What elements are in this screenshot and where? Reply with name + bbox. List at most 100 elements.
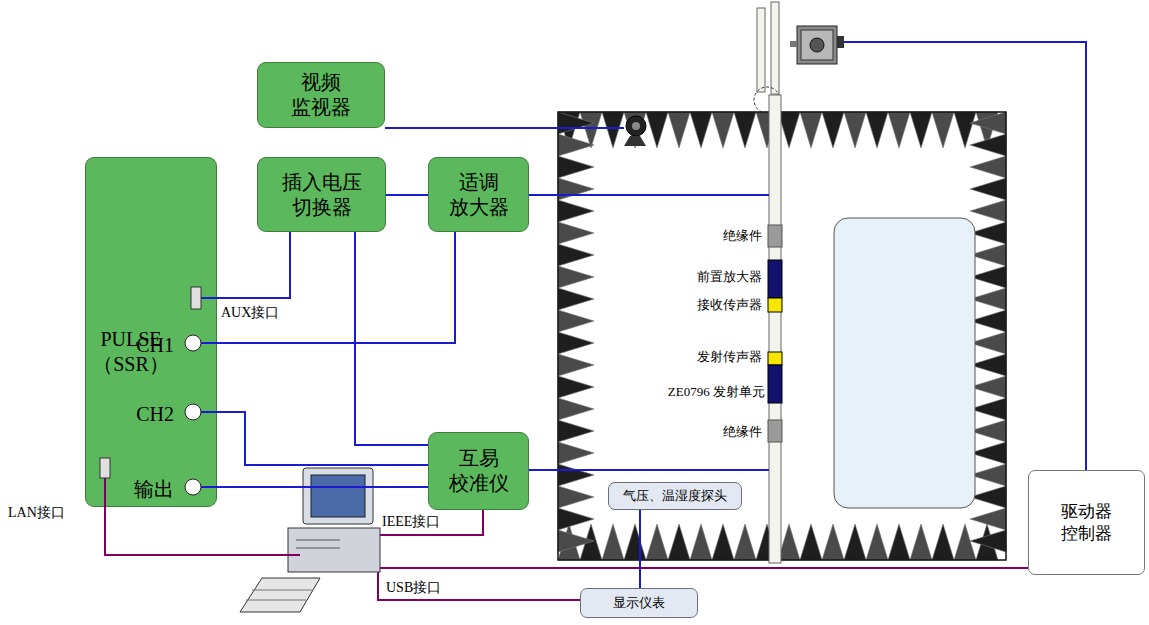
- wedge: [558, 442, 594, 464]
- wedge: [970, 398, 1006, 420]
- wires: [288, 42, 1086, 600]
- wedge: [690, 524, 712, 560]
- wedge: [970, 332, 1006, 354]
- part-label: AUX接口: [221, 305, 279, 322]
- box-label: 插入电压 切换器: [277, 170, 367, 220]
- wedge: [970, 288, 1006, 310]
- signal-wire: [217, 232, 455, 343]
- wedge: [646, 524, 668, 560]
- wedge: [580, 112, 602, 148]
- controller-box: 驱动器 控制器: [1028, 470, 1145, 575]
- output-port: [185, 479, 201, 495]
- wedge: [558, 156, 594, 178]
- wedge: [734, 524, 756, 560]
- wedge: [970, 442, 1006, 464]
- rod-top-right: [771, 2, 779, 94]
- stepper-motor: [790, 26, 844, 64]
- wedge: [970, 354, 1006, 376]
- wedge: [690, 112, 712, 148]
- wedge: [976, 112, 998, 148]
- wedge: [668, 524, 690, 560]
- wedge: [558, 398, 594, 420]
- wedge: [558, 420, 594, 442]
- wedge: [624, 524, 646, 560]
- part-label: CH2: [136, 402, 174, 426]
- wedge: [558, 530, 594, 552]
- wedge: [602, 112, 624, 148]
- switch-box: 插入电压 切换器: [257, 157, 386, 232]
- part-label: 接收传声器: [697, 297, 762, 313]
- wedge: [866, 524, 888, 560]
- wedge: [970, 420, 1006, 442]
- part-label: 前置放大器: [697, 269, 762, 285]
- wedge: [712, 112, 734, 148]
- signal-wire: [217, 232, 290, 298]
- wedge: [970, 486, 1006, 508]
- wedge: [558, 200, 594, 222]
- wedge: [976, 524, 998, 560]
- signal-wire: [217, 412, 428, 465]
- signal-wire: [639, 510, 641, 588]
- wedge: [558, 508, 594, 530]
- box-label: 显示仪表: [613, 595, 665, 611]
- calibrator-box: 互易 校准仪: [428, 432, 529, 510]
- inner-region: [834, 218, 975, 508]
- wedge: [970, 244, 1006, 266]
- part-label: 绝缘件: [723, 424, 762, 440]
- display-box: 显示仪表: [580, 588, 698, 618]
- wedge: [954, 112, 976, 148]
- box-label: 互易 校准仪: [444, 446, 514, 496]
- pivot-circle: [754, 87, 780, 113]
- box-label: 适调 放大器: [444, 170, 514, 220]
- wedge: [866, 112, 888, 148]
- chamber-outline: [558, 112, 1006, 560]
- rod: [769, 95, 781, 563]
- wedge: [668, 112, 690, 148]
- wedge: [558, 376, 594, 398]
- absorber-wedges: [558, 112, 1006, 560]
- wedge: [844, 524, 866, 560]
- part-label: LAN接口: [8, 505, 65, 522]
- camera: [624, 116, 646, 146]
- wedge: [822, 524, 844, 560]
- ch1-port: [185, 335, 201, 351]
- lan-port: [100, 458, 110, 478]
- wedge: [888, 112, 910, 148]
- monitor-box: 视频 监视器: [257, 62, 385, 128]
- part-label: IEEE接口: [382, 514, 440, 531]
- wedge: [822, 112, 844, 148]
- wedge: [932, 112, 954, 148]
- wedge: [756, 524, 778, 560]
- wedge: [558, 354, 594, 376]
- aux-port: [191, 287, 201, 309]
- wedge: [734, 112, 756, 148]
- signal-wire: [355, 232, 428, 445]
- part-label: CH1: [136, 333, 174, 357]
- wedge: [602, 524, 624, 560]
- wedge: [558, 486, 594, 508]
- wedge: [558, 134, 594, 156]
- part-label: 绝缘件: [723, 228, 762, 244]
- wedge: [970, 508, 1006, 530]
- wedge: [558, 464, 594, 486]
- amplifier-box: 适调 放大器: [428, 157, 529, 232]
- analyzer-box: PULSE （SSR）: [85, 157, 217, 507]
- wedge: [756, 112, 778, 148]
- preamp: [768, 260, 782, 298]
- part-label: ZE0796 发射单元: [668, 384, 765, 400]
- wedge: [580, 524, 602, 560]
- wedge: [558, 524, 580, 560]
- wedge: [970, 178, 1006, 200]
- computer: [240, 468, 380, 612]
- wedge: [558, 332, 594, 354]
- rod-top-left: [757, 8, 765, 92]
- insulator: [768, 420, 782, 442]
- wedge: [932, 524, 954, 560]
- wedge: [558, 310, 594, 332]
- wedge: [712, 524, 734, 560]
- transmit-unit: [768, 365, 782, 403]
- wedge: [970, 376, 1006, 398]
- wedge: [970, 464, 1006, 486]
- box-label: 驱动器 控制器: [1056, 501, 1118, 544]
- wedge: [558, 222, 594, 244]
